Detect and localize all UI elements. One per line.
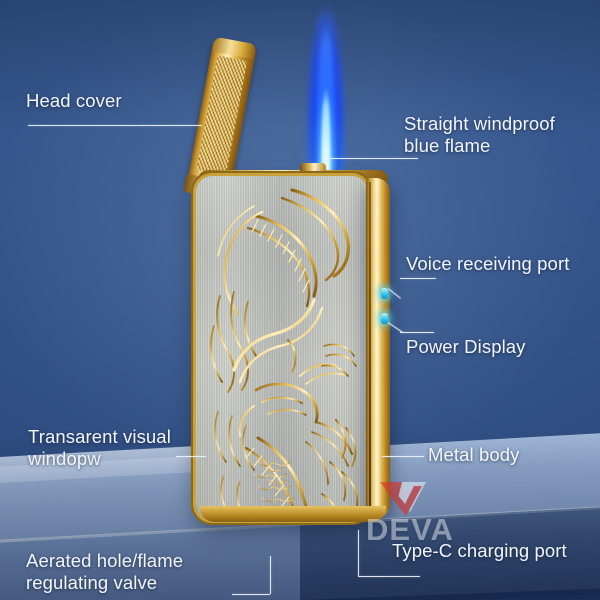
- label-aerated-hole: Aerated hole/flame regulating valve: [26, 550, 184, 593]
- leader-underline-straight-flame: [390, 158, 418, 159]
- leader-line-type-c-port: [358, 530, 359, 576]
- checkmark-logo-icon: [380, 482, 426, 516]
- label-voice-port: Voice receiving port: [406, 253, 570, 274]
- leader-underline-type-c-port: [358, 576, 420, 577]
- label-head-cover: Head cover: [26, 90, 122, 111]
- lighter-front-panel: [196, 176, 368, 520]
- leader-underline-voice-port: [400, 278, 436, 279]
- label-metal-body: Metal body: [428, 444, 520, 465]
- label-visual-window: Transarent visual windopw: [28, 426, 171, 469]
- led-indicator-icon: [381, 288, 388, 299]
- led-indicator-icon: [381, 313, 388, 324]
- label-power-display: Power Display: [406, 336, 526, 357]
- lighter-bottom-edge: [200, 506, 386, 522]
- leader-line-straight-flame: [330, 158, 390, 159]
- watermark: DEVA: [366, 482, 486, 547]
- flame-core: [321, 86, 331, 190]
- label-type-c-port: Type-C charging port: [392, 540, 567, 561]
- leader-line-head-cover: [136, 125, 202, 126]
- leader-underline-visual-window: [186, 456, 206, 457]
- label-straight-flame: Straight windproof blue flame: [404, 113, 555, 156]
- watermark-text: DEVA: [366, 512, 454, 547]
- leader-underline-power-display: [400, 332, 434, 333]
- dragon-engraving: [196, 176, 368, 520]
- flame-nozzle: [300, 163, 326, 175]
- leader-line-visual-window: [176, 456, 188, 457]
- leader-line-metal-body: [382, 456, 424, 457]
- lighter-side-seam: [369, 182, 371, 514]
- lighter-body: [196, 163, 390, 522]
- leader-underline-aerated-hole: [232, 594, 270, 595]
- leader-line-aerated-hole: [270, 556, 271, 594]
- leader-underline-head-cover: [28, 125, 136, 126]
